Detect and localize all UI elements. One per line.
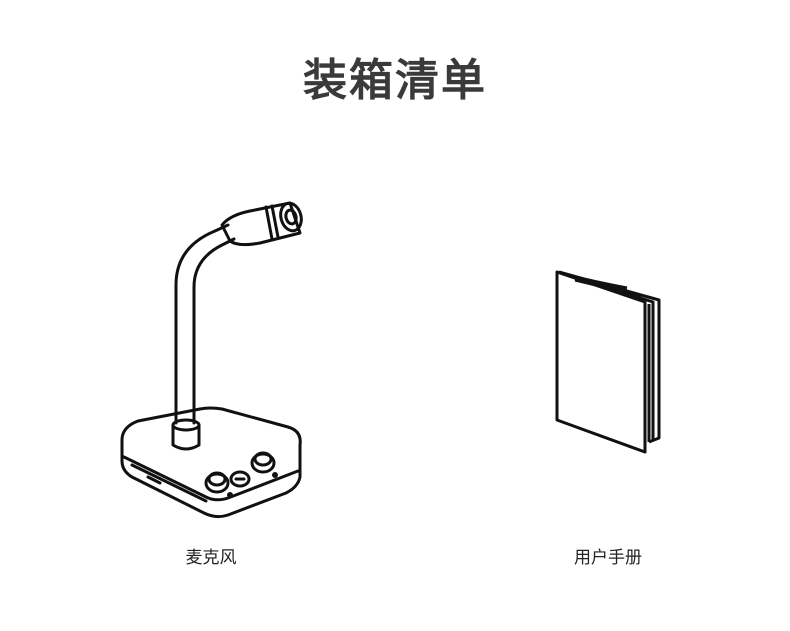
page-title: 装箱清单 [303, 55, 487, 106]
microphone-illustration [110, 195, 310, 530]
manual-illustration [545, 262, 670, 462]
manual-label: 用户手册 [574, 548, 642, 568]
microphone-icon [120, 201, 303, 519]
microphone-label: 麦克风 [185, 548, 237, 568]
manual-icon [555, 270, 661, 454]
